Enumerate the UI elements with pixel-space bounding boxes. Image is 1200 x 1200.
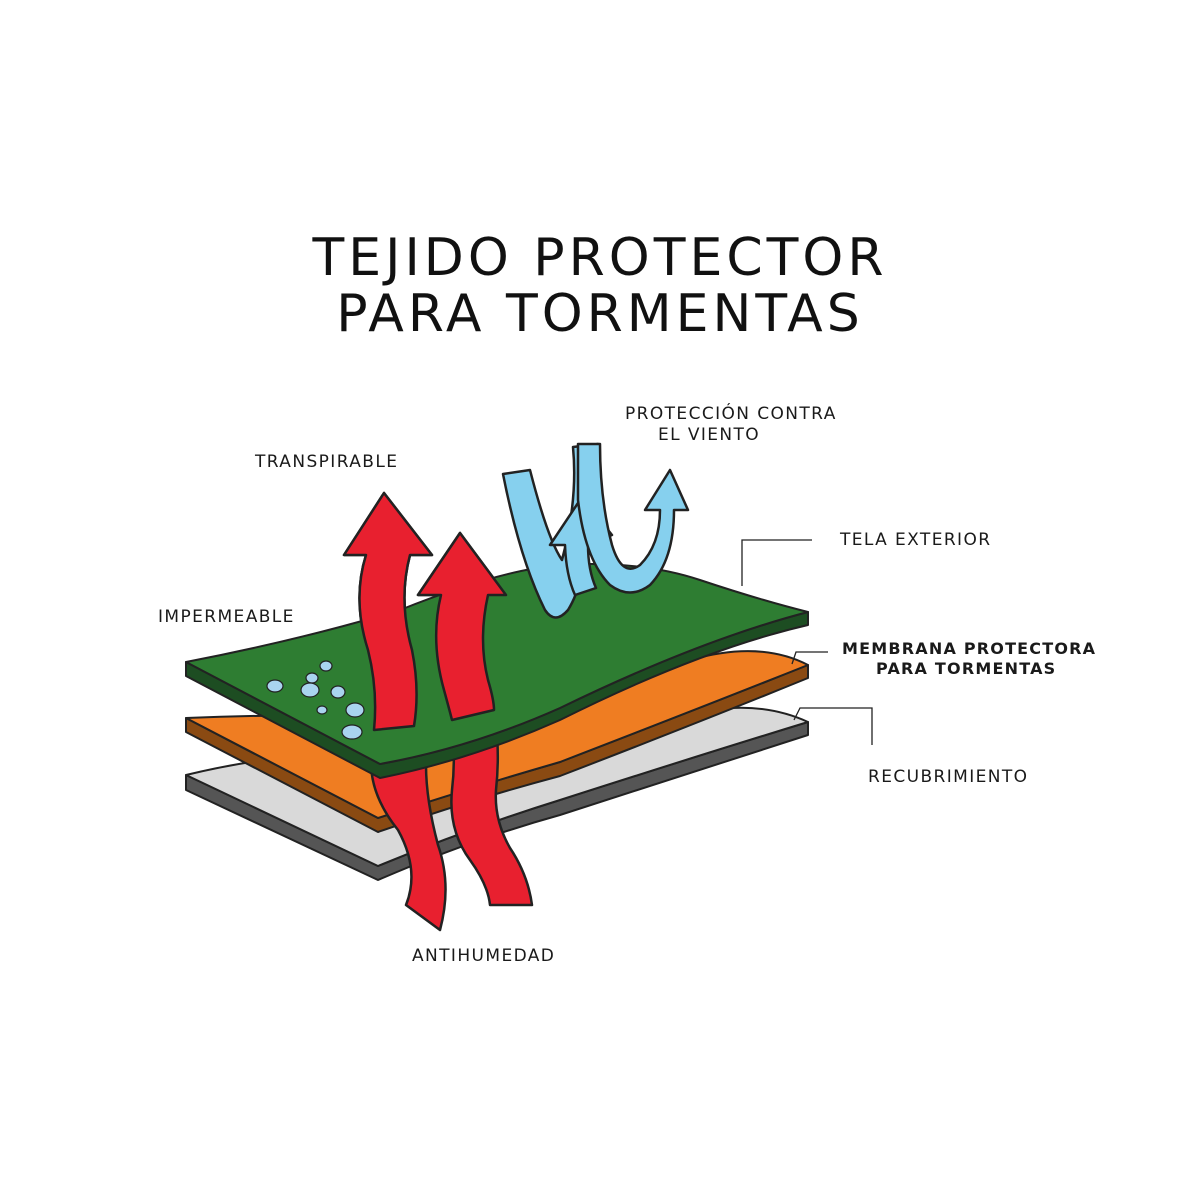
transpirable-arrow-right-top: [416, 531, 508, 722]
label-transpirable: TRANSPIRABLE: [254, 452, 398, 472]
label-membrana-2: PARA TORMENTAS: [876, 659, 1056, 678]
leader-tela-exterior: [741, 539, 812, 586]
water-drop: [330, 685, 346, 699]
title-line-1: TEJIDO PROTECTOR: [312, 228, 888, 288]
leader-membrana: [791, 651, 828, 665]
water-drop: [316, 705, 328, 715]
leader-lines: [741, 539, 873, 745]
water-drop: [266, 679, 284, 693]
water-drop: [341, 724, 363, 740]
title-line-2: PARA TORMENTAS: [336, 284, 864, 344]
label-proteccion-viento-2: EL VIENTO: [658, 425, 760, 445]
water-drop: [305, 672, 319, 684]
transpirable-arrow-left-top: [342, 491, 434, 732]
label-recubrimiento: RECUBRIMIENTO: [868, 767, 1028, 787]
leader-recubrimiento: [793, 707, 873, 745]
wind-arrows: [501, 442, 690, 619]
water-drop: [319, 660, 333, 672]
label-membrana-1: MEMBRANA PROTECTORA: [842, 639, 1096, 658]
water-drop: [300, 682, 320, 698]
label-impermeable: IMPERMEABLE: [158, 607, 295, 627]
label-proteccion-viento-1: PROTECCIÓN CONTRA: [625, 402, 837, 424]
wind-arrow-right: [576, 442, 690, 594]
water-drop: [345, 702, 365, 718]
label-antihumedad: ANTIHUMEDAD: [412, 946, 555, 966]
label-tela-exterior: TELA EXTERIOR: [839, 530, 991, 550]
transpirable-arrows-overlay: [342, 491, 508, 732]
water-drops: [266, 660, 365, 740]
